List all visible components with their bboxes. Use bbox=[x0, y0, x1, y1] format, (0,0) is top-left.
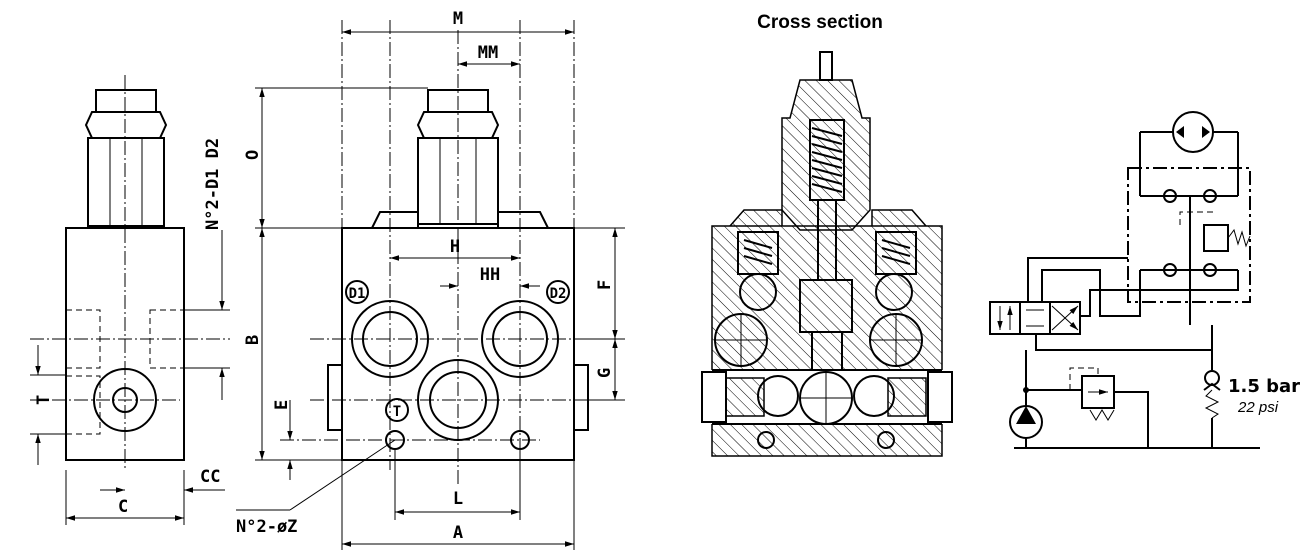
port-d2-label: D2 bbox=[550, 286, 567, 302]
dim-m: M bbox=[453, 9, 463, 29]
pressure-psi: 22 psi bbox=[1237, 399, 1279, 416]
dim-g: G bbox=[595, 368, 615, 378]
dim-l: L bbox=[453, 489, 463, 509]
dim-h: H bbox=[450, 237, 460, 257]
port-d1-label: D1 bbox=[349, 286, 366, 302]
dim-a: A bbox=[453, 523, 463, 543]
dim-t: T bbox=[34, 395, 54, 405]
cross-section: Cross section bbox=[700, 12, 954, 457]
dim-ports-d: N°2-D1 D2 bbox=[203, 138, 223, 230]
dim-b: B bbox=[243, 335, 263, 345]
side-view: C CC T N°2-D1 D2 bbox=[30, 75, 230, 525]
dim-e: E bbox=[272, 400, 292, 410]
hydraulic-schematic: 1.5 bar 22 psi bbox=[989, 111, 1300, 449]
pressure-bar: 1.5 bar bbox=[1228, 376, 1300, 397]
port-t-label: T bbox=[393, 404, 401, 420]
dim-holes-z: N°2-øZ bbox=[236, 517, 297, 537]
dim-f: F bbox=[595, 280, 615, 290]
cross-section-title: Cross section bbox=[757, 12, 883, 33]
dim-o: O bbox=[243, 150, 263, 160]
dim-mm: MM bbox=[478, 43, 498, 63]
front-view: D1 D2 T M MM H HH O B E bbox=[236, 9, 625, 550]
dim-cc: CC bbox=[200, 467, 220, 487]
dim-hh: HH bbox=[480, 265, 500, 285]
dim-c: C bbox=[118, 497, 128, 517]
